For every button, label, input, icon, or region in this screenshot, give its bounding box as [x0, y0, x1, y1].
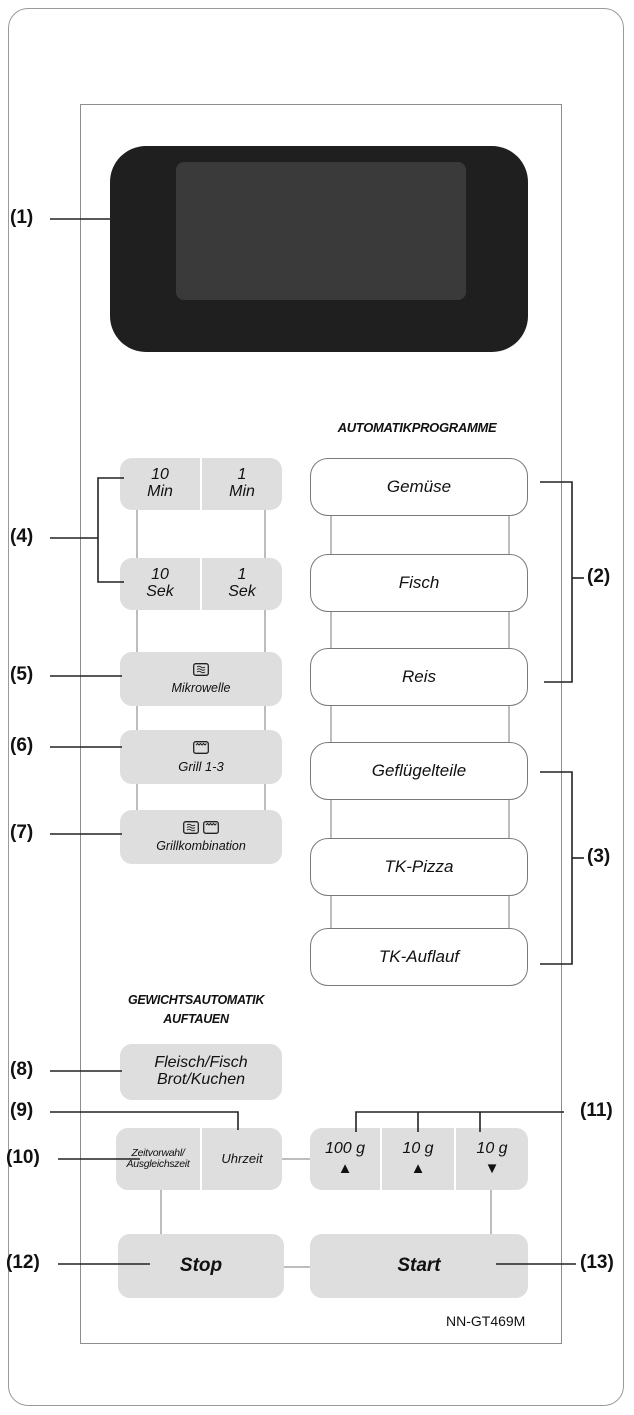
key-divider [200, 558, 202, 610]
connector [330, 796, 332, 842]
callout-label-12: (12) [6, 1252, 40, 1273]
connector [136, 608, 138, 654]
connector [264, 784, 266, 812]
program-poultry-button[interactable]: Geflügelteile [310, 742, 528, 800]
callout-label-5: (5) [10, 664, 34, 685]
time-preset-label: Zeitvorwahl/ [131, 1146, 185, 1159]
combination-icons [183, 820, 219, 837]
grill-icon [202, 820, 219, 834]
connector [282, 1266, 310, 1268]
arrow-up-icon: ▲ [337, 1160, 353, 1178]
connector [330, 700, 332, 748]
defrost-weight-button[interactable]: Fleisch/Fisch Brot/Kuchen [120, 1044, 282, 1100]
model-number: NN-GT469M [446, 1313, 526, 1329]
weight-10g-up-button[interactable]: 10 g ▲ [382, 1128, 454, 1190]
weight-100g-up-button[interactable]: 100 g ▲ [310, 1128, 380, 1190]
microwave-button[interactable]: Mikrowelle [120, 652, 282, 706]
connector [508, 514, 510, 560]
time-preset-button[interactable]: Zeitvorwahl/ Ausgleichszeit [116, 1128, 200, 1190]
one-sec-button[interactable]: 1 Sek [202, 558, 282, 610]
program-rice-button[interactable]: Reis [310, 648, 528, 706]
ten-min-number: 10 [151, 466, 169, 484]
microwave-icon [193, 662, 209, 679]
stop-button[interactable]: Stop [118, 1234, 284, 1298]
auto-programs-heading: AUTOMATIKPROGRAMME [337, 420, 497, 435]
connector [264, 508, 266, 564]
weight-10g-label: 10 g [402, 1140, 434, 1158]
connector [508, 886, 510, 932]
callout-label-13: (13) [580, 1252, 614, 1273]
callout-label-4: (4) [10, 526, 34, 547]
callout-label-1: (1) [10, 207, 34, 228]
connector [136, 706, 138, 732]
arrow-down-icon: ▼ [484, 1160, 500, 1178]
connector [136, 508, 138, 564]
ten-sec-button[interactable]: 10 Sek [120, 558, 200, 610]
weight-10g-down-button[interactable]: 10 g ▼ [456, 1128, 528, 1190]
callout-label-6: (6) [10, 735, 34, 756]
microwave-label: Mikrowelle [171, 681, 231, 695]
callout-label-10: (10) [6, 1147, 40, 1168]
defrost-heading: AUFTAUEN [163, 1012, 229, 1026]
connector [508, 700, 510, 748]
callout-label-9: (9) [10, 1100, 34, 1121]
ten-sec-unit: Sek [146, 583, 174, 600]
clock-label: Uhrzeit [221, 1151, 263, 1167]
program-vegetables-button[interactable]: Gemüse [310, 458, 528, 516]
connector [136, 784, 138, 812]
grill-label: Grill 1-3 [178, 758, 224, 774]
program-fish-button[interactable]: Fisch [310, 554, 528, 612]
one-min-unit: Min [229, 483, 255, 500]
grill-button[interactable]: Grill 1-3 [120, 730, 282, 784]
ten-min-unit: Min [147, 483, 173, 500]
connector [160, 1188, 162, 1238]
one-min-button[interactable]: 1 Min [202, 458, 282, 510]
start-button[interactable]: Start [310, 1234, 528, 1298]
defrost-bread-cake-label: Brot/Kuchen [156, 1071, 246, 1088]
callout-label-8: (8) [10, 1059, 34, 1080]
program-frozen-casserole-button[interactable]: TK-Auflauf [310, 928, 528, 986]
key-divider [454, 1128, 456, 1190]
connector [330, 606, 332, 654]
weight-auto-heading: GEWICHTSAUTOMATIK [127, 993, 265, 1007]
ten-min-button[interactable]: 10 Min [120, 458, 200, 510]
connector [264, 706, 266, 732]
grill-icon [193, 740, 209, 757]
clock-button[interactable]: Uhrzeit [202, 1128, 282, 1190]
arrow-up-icon: ▲ [410, 1160, 426, 1178]
standing-time-label: Ausgleichszeit [126, 1158, 190, 1170]
callout-label-3: (3) [587, 846, 611, 867]
one-min-number: 1 [237, 466, 247, 484]
connector [264, 608, 266, 654]
connector [490, 1188, 492, 1238]
timer-clock-keys [116, 1128, 282, 1190]
key-divider [380, 1128, 382, 1190]
connector [330, 886, 332, 932]
microwave-icon [183, 820, 200, 834]
program-frozen-pizza-button[interactable]: TK-Pizza [310, 838, 528, 896]
key-divider [200, 458, 202, 510]
connector [282, 1158, 310, 1160]
display-screen [176, 162, 466, 300]
connector [330, 514, 332, 560]
ten-sec-number: 10 [151, 566, 169, 584]
callout-label-7: (7) [10, 822, 34, 843]
callout-label-2: (2) [587, 566, 611, 587]
weight-keys [310, 1128, 528, 1190]
weight-10g-label: 10 g [476, 1140, 508, 1158]
one-sec-number: 1 [237, 566, 247, 584]
weight-100g-label: 100 g [324, 1140, 366, 1158]
connector [508, 796, 510, 842]
key-divider [200, 1128, 202, 1190]
callout-label-11: (11) [580, 1100, 613, 1121]
defrost-meat-fish-label: Fleisch/Fisch [154, 1054, 248, 1072]
one-sec-unit: Sek [228, 583, 256, 600]
connector [508, 606, 510, 654]
grill-combination-button[interactable]: Grillkombination [120, 810, 282, 864]
grill-combination-label: Grillkombination [156, 839, 246, 853]
